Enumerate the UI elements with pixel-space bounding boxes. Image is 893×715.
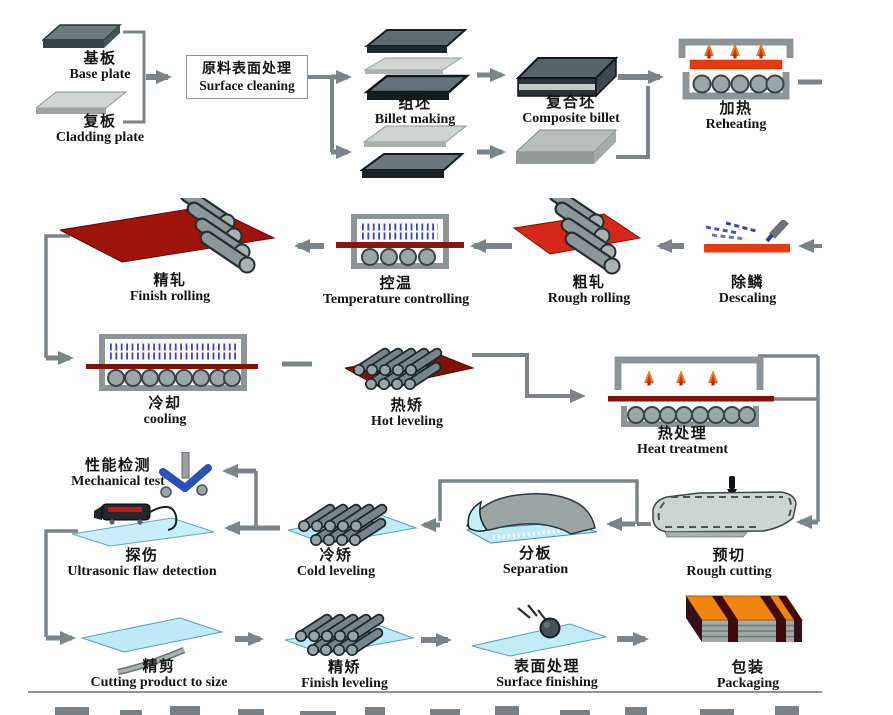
label-reheating: 加热 Reheating	[705, 101, 767, 132]
cold-leveling-icon	[288, 494, 418, 550]
label-rough-rolling: 粗轧 Rough rolling	[547, 275, 631, 306]
label-billet-making: 组坯 Billet making	[374, 96, 456, 127]
descaling-icon	[704, 220, 790, 253]
cutting-product-icon	[80, 617, 224, 676]
label-surface-finishing: 表面处理 Surface finishing	[496, 659, 598, 690]
connector-finishrolling-to-cooling	[44, 234, 74, 365]
connector-heattreatment-to-roughcutting	[758, 354, 820, 529]
mechanical-test-icon	[159, 452, 212, 498]
surface-cleaning-label-en: Surface cleaning	[199, 77, 295, 93]
cooling-icon	[86, 334, 258, 391]
reheating-furnace-icon	[678, 38, 794, 100]
finish-leveling-icon	[285, 600, 415, 660]
ultrasonic-flaw-detection-icon	[71, 503, 215, 547]
plain-billet-icon	[516, 129, 618, 164]
label-rough-cutting: 预切 Rough cutting	[686, 548, 772, 579]
label-base-plate: 基板 Base plate	[69, 51, 131, 82]
connector-flawdetection-to-cutting	[44, 529, 78, 645]
label-cold-leveling: 冷矫 Cold leveling	[296, 548, 376, 579]
cladding-plate-icon	[36, 91, 128, 114]
surface-finishing-icon	[471, 604, 608, 657]
heat-treatment-furnace-icon	[608, 356, 774, 427]
temperature-controlling-icon	[336, 214, 464, 269]
packaging-icon	[685, 595, 803, 642]
label-ultrasonic-flaw-detection: 探伤 Ultrasonic flaw detection	[67, 548, 217, 579]
label-descaling: 除鳞 Descaling	[718, 275, 777, 306]
surface-cleaning-label-cn: 原料表面处理	[202, 61, 292, 77]
surface-cleaning-box: 原料表面处理 Surface cleaning	[186, 55, 308, 99]
connector-cleaning-split	[308, 70, 352, 159]
billet-stack-icon	[363, 29, 471, 100]
separation-icon	[465, 493, 598, 544]
label-cooling: 冷却 cooling	[143, 396, 187, 427]
base-plate-icon	[42, 24, 122, 48]
connector-billet-to-composite	[477, 68, 506, 159]
connector-coldleveling-branch	[222, 464, 280, 535]
label-finish-leveling: 精矫 Finish leveling	[301, 660, 388, 691]
label-temperature-controlling: 控温 Temperature controlling	[322, 276, 470, 307]
label-finish-rolling: 精轧 Finish rolling	[129, 273, 211, 304]
label-separation: 分板 Separation	[502, 546, 569, 577]
rough-rolling-icon	[512, 198, 642, 280]
connector-row3	[282, 353, 586, 403]
connector-roughcutting-junction	[420, 479, 651, 532]
connector-plates-to-cleaning	[123, 30, 172, 124]
connector-merge-to-reheating	[616, 70, 822, 159]
connector-row5	[235, 632, 649, 647]
label-heat-treatment: 热处理 Heat treatment	[636, 426, 729, 457]
label-packaging: 包装 Packaging	[716, 660, 780, 691]
bottom-crop-marks	[55, 706, 799, 715]
rough-cutting-icon	[652, 476, 797, 538]
label-composite-billet: 复合坯 Composite billet	[522, 95, 620, 126]
billet-pair-icon	[360, 125, 468, 178]
label-hot-leveling: 热矫 Hot leveling	[371, 398, 443, 429]
hot-leveling-icon	[345, 342, 475, 394]
finish-rolling-icon	[60, 198, 276, 280]
composite-billet-icon	[516, 56, 619, 98]
label-mechanical-test: 性能检测 Mechanical test	[71, 458, 165, 489]
label-cladding-plate: 复板 Cladding plate	[55, 114, 145, 145]
label-cutting-product-to-size: 精剪 Cutting product to size	[90, 659, 228, 690]
